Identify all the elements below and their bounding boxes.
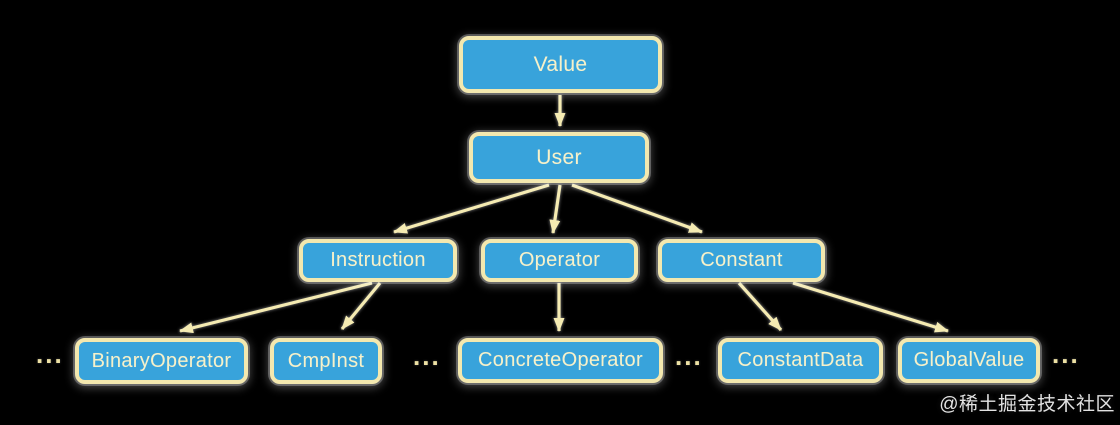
node-concrete-operator-label: ConcreteOperator [478, 349, 643, 371]
more-classes-ellipsis-left: ... [36, 339, 64, 369]
node-constant-data-label: ConstantData [737, 349, 864, 371]
node-cmp-inst-label: CmpInst [287, 349, 365, 372]
node-operator: Operator [481, 239, 638, 282]
more-classes-ellipsis-after-concreteoperator: ... [675, 341, 703, 371]
edge-user-operator [549, 184, 562, 234]
node-constant: Constant [658, 239, 825, 282]
edge-constant-globalvalue [792, 281, 949, 333]
watermark-juejin-community: @稀土掘金技术社区 [939, 394, 1115, 415]
more-classes-ellipsis-right: ... [1052, 339, 1080, 369]
node-user-label: User [536, 145, 582, 169]
edge-user-constant [571, 183, 703, 234]
node-instruction: Instruction [299, 239, 457, 282]
edge-constant-constantdata [737, 281, 783, 332]
more-classes-ellipsis-after-cmpinst: ... [413, 341, 441, 371]
node-binary-operator: BinaryOperator [75, 338, 248, 384]
node-value-label: Value [533, 52, 588, 76]
node-value: Value [459, 36, 662, 93]
node-global-value-label: GlobalValue [913, 349, 1025, 371]
node-cmp-inst: CmpInst [270, 338, 382, 384]
node-operator-label: Operator [518, 249, 601, 271]
edge-instruction-binaryoperator [179, 281, 373, 334]
node-constant-label: Constant [700, 249, 783, 271]
node-user: User [469, 132, 649, 183]
node-binary-operator-label: BinaryOperator [91, 349, 232, 372]
edge-instruction-cmpinst [340, 281, 382, 331]
node-concrete-operator: ConcreteOperator [458, 338, 663, 383]
node-instruction-label: Instruction [330, 249, 426, 271]
node-constant-data: ConstantData [718, 338, 883, 383]
edge-user-instruction [393, 183, 550, 234]
node-global-value: GlobalValue [898, 338, 1040, 383]
